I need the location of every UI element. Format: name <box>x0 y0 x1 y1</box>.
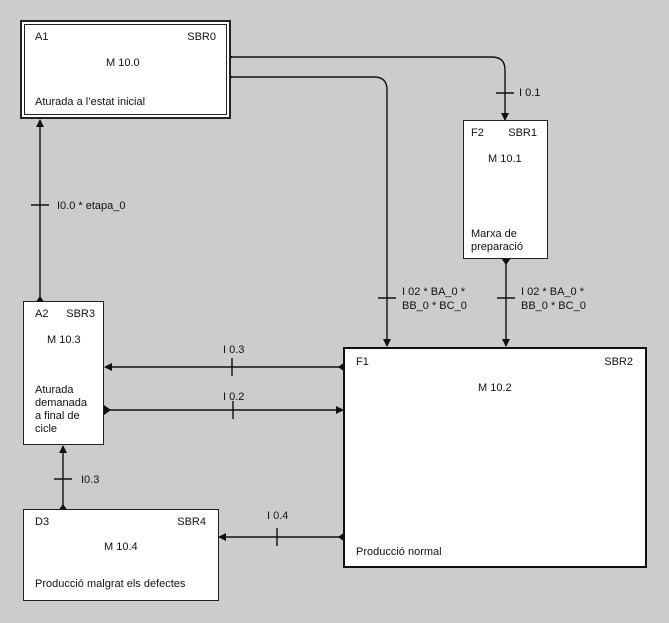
state-description: Aturada a l’estat inicial <box>35 96 146 108</box>
transition-label-f2-f1-line1: I 02 * BA_0 * <box>521 286 584 298</box>
state-description-line: Marxa de <box>471 228 517 240</box>
state-id: F2 <box>471 127 484 139</box>
state-description-line: preparació <box>471 241 523 253</box>
memory-marker: M 10.0 <box>106 57 140 69</box>
transition-label-a2-f1: I 0.2 <box>223 391 245 403</box>
transition-label-a1-f2: I 0.1 <box>519 87 541 99</box>
transition-label-f1-a2: I 0.3 <box>223 344 245 356</box>
state-f1[interactable]: F1 SBR2 M 10.2 Producció normal <box>343 347 647 568</box>
transition-label-d3-a2: I0.3 <box>81 474 100 486</box>
state-description-line: demanada <box>35 397 87 409</box>
state-id: A1 <box>35 31 49 43</box>
state-id: F1 <box>356 356 369 368</box>
transition-label-a1-f1-line1: I 02 * BA_0 * <box>402 286 465 298</box>
subroutine-label: SBR2 <box>604 356 633 368</box>
state-description-line: Aturada <box>35 384 74 396</box>
state-description-line: a final de <box>35 410 80 422</box>
state-id: D3 <box>35 516 50 528</box>
subroutine-label: SBR0 <box>187 31 216 43</box>
transition-label-a2-a1: I0.0 * etapa_0 <box>57 200 126 212</box>
transition-label-f1-d3: I 0.4 <box>267 510 289 522</box>
state-f2[interactable]: F2 SBR1 M 10.1 Marxa de preparació <box>463 120 548 259</box>
memory-marker: M 10.3 <box>47 334 81 346</box>
transition-label-f2-f1-line2: BB_0 * BC_0 <box>521 300 586 312</box>
wire-a1-to-f1 <box>231 76 391 347</box>
subroutine-label: SBR4 <box>177 516 206 528</box>
state-a2[interactable]: A2 SBR3 M 10.3 Aturada demanada a final … <box>23 301 104 445</box>
port-a2-out-right <box>104 405 111 415</box>
transition-label-a1-f1-line2: BB_0 * BC_0 <box>402 300 467 312</box>
state-d3[interactable]: D3 SBR4 M 10.4 Producció malgrat els def… <box>23 509 219 601</box>
subroutine-label: SBR1 <box>508 127 537 139</box>
memory-marker: M 10.2 <box>478 382 512 394</box>
port-f2-out <box>501 258 511 265</box>
state-id: A2 <box>35 308 49 320</box>
memory-marker: M 10.4 <box>104 541 138 553</box>
state-description: Producció normal <box>356 546 442 558</box>
memory-marker: M 10.1 <box>488 153 522 165</box>
wire-a1-to-f2 <box>231 56 509 121</box>
state-description-line: cicle <box>35 423 58 435</box>
subroutine-label: SBR3 <box>66 308 95 320</box>
state-description: Producció malgrat els defectes <box>35 578 186 590</box>
state-a1[interactable]: A1 SBR0 M 10.0 Aturada a l’estat inicial <box>20 20 231 119</box>
